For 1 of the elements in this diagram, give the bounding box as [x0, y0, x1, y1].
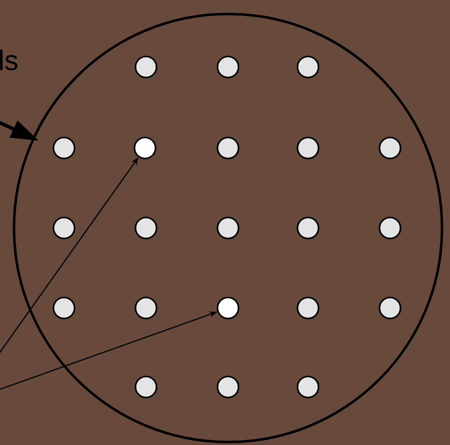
- partial-label: ls: [0, 50, 18, 70]
